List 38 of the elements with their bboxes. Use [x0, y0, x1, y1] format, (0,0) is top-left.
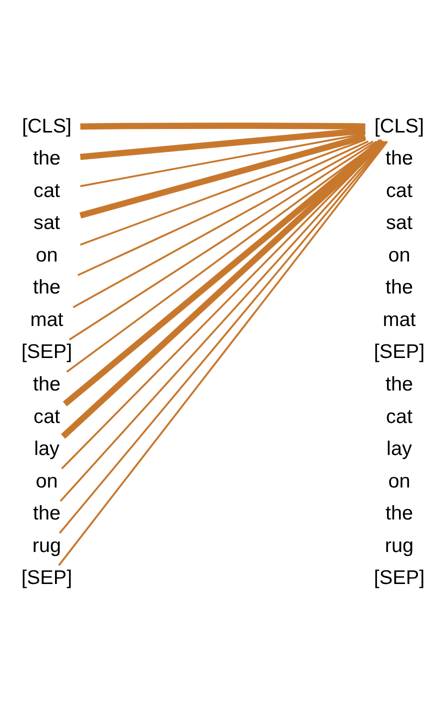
node-text: cat: [34, 180, 60, 202]
connector: [77, 140, 369, 276]
node-text: sat: [386, 212, 412, 234]
node-text: [SEP]: [21, 341, 72, 364]
connector: [80, 128, 366, 160]
node-text: the: [32, 373, 61, 396]
node-text: on: [36, 244, 58, 266]
node-text: the: [385, 148, 414, 170]
node-text: the: [385, 373, 414, 396]
connector: [80, 138, 366, 246]
connector: [72, 140, 374, 308]
node-text: rug: [32, 534, 62, 557]
node-text: cat: [34, 406, 60, 428]
node-text: on: [388, 244, 410, 266]
node-text: on: [36, 470, 58, 492]
node-text: rug: [384, 534, 414, 557]
node-text: [SEP]: [374, 341, 425, 364]
connector: [80, 132, 366, 188]
node-text: mat: [382, 308, 416, 331]
node-text: the: [32, 148, 61, 170]
node-text: [SEP]: [21, 567, 72, 590]
node-text: lay: [34, 438, 60, 460]
node-text: the: [385, 276, 414, 299]
connector: [79, 134, 366, 218]
node-text: the: [385, 502, 414, 525]
node-text: cat: [386, 406, 412, 428]
node-text: [CLS]: [374, 115, 424, 138]
node-text: [CLS]: [22, 115, 72, 138]
connector: [80, 122, 366, 130]
node-text: the: [32, 502, 61, 525]
node-text: the: [32, 276, 61, 299]
node-text: on: [388, 470, 410, 492]
node-text: mat: [30, 308, 64, 331]
node-text: sat: [34, 212, 60, 234]
node-text: cat: [386, 180, 412, 202]
connector: [68, 140, 377, 340]
node-text: [SEP]: [374, 567, 425, 590]
node-text: lay: [386, 438, 412, 460]
